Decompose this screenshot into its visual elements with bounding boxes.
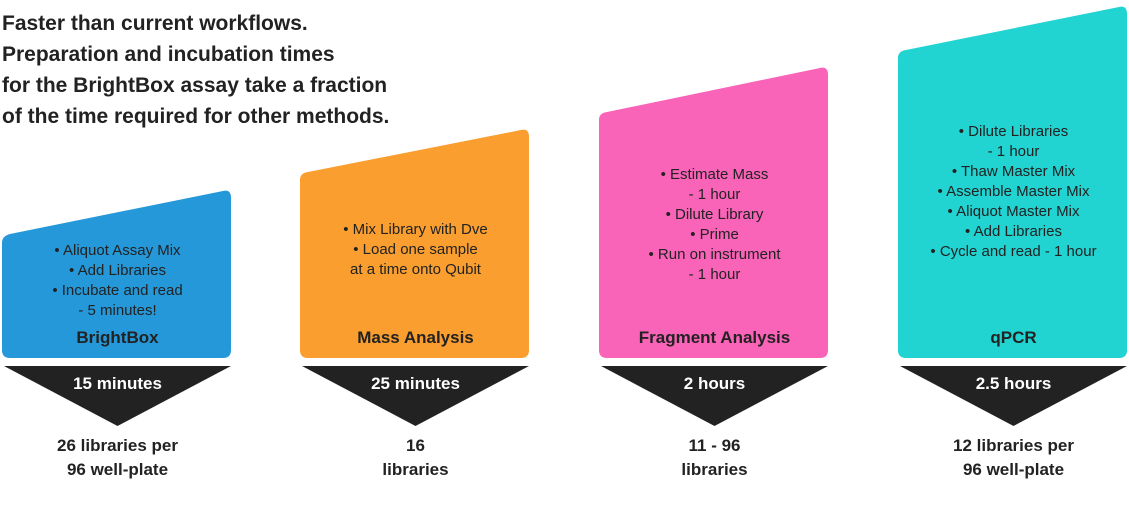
- step-item: • Estimate Mass: [660, 166, 769, 183]
- step-item: • Aliquot Assay Mix: [54, 242, 181, 259]
- steps-list: • Dilute Libraries - 1 hour • Thaw Maste…: [898, 122, 1129, 262]
- method-card-shape: [599, 67, 828, 358]
- throughput-line: 12 libraries per: [953, 436, 1074, 455]
- headline-line: of the time required for other methods.: [2, 105, 390, 128]
- step-item: • Thaw Master Mix: [951, 163, 1076, 180]
- method-card: • Mix Library with Dve • Load one sample…: [300, 0, 531, 358]
- method-column-qpcr: • Dilute Libraries - 1 hour • Thaw Maste…: [898, 0, 1129, 509]
- time-arrow: 15 minutes: [2, 364, 233, 430]
- arrow-bg: [4, 366, 231, 426]
- step-item: • Run on instrument: [648, 246, 781, 263]
- step-item: - 1 hour: [987, 143, 1040, 160]
- method-name: qPCR: [990, 328, 1037, 347]
- arrow-bg: [302, 366, 529, 426]
- headline-line: Faster than current workflows.: [2, 12, 308, 35]
- step-item: • Load one sample: [353, 241, 478, 258]
- arrow-bg: [601, 366, 828, 426]
- method-card-shape: [898, 6, 1127, 358]
- time-arrow: 25 minutes: [300, 364, 531, 430]
- step-item: • Dilute Library: [665, 206, 764, 223]
- step-item: • Add Libraries: [965, 223, 1062, 240]
- card-bg: [2, 190, 231, 358]
- time-arrow: 2.5 hours: [898, 364, 1129, 430]
- time-label: 15 minutes: [73, 374, 162, 393]
- throughput: 11 - 96 libraries: [599, 434, 830, 482]
- method-card: • Estimate Mass - 1 hour • Dilute Librar…: [599, 0, 830, 358]
- step-item: • Assemble Master Mix: [937, 183, 1090, 200]
- step-item: • Prime: [690, 226, 739, 243]
- steps-list: • Aliquot Assay Mix • Add Libraries • In…: [2, 241, 233, 321]
- time-label: 25 minutes: [371, 374, 460, 393]
- arrow-shape: [4, 366, 231, 426]
- step-item: • Mix Library with Dve: [343, 221, 488, 238]
- method-column-fragment-analysis: • Estimate Mass - 1 hour • Dilute Librar…: [599, 0, 830, 509]
- arrow-shape: [601, 366, 828, 426]
- steps-list: • Mix Library with Dve • Load one sample…: [300, 220, 531, 280]
- throughput: 26 libraries per 96 well-plate: [2, 434, 233, 482]
- card-bg: [599, 67, 828, 358]
- step-item: • Cycle and read - 1 hour: [930, 243, 1097, 260]
- method-column-brightbox: • Aliquot Assay Mix • Add Libraries • In…: [2, 0, 233, 509]
- card-bg: [300, 129, 529, 358]
- step-item: - 1 hour: [688, 186, 741, 203]
- throughput: 16 libraries: [300, 434, 531, 482]
- time-label: 2 hours: [683, 374, 746, 393]
- throughput-line: 11 - 96: [688, 436, 741, 455]
- headline-line: Preparation and incubation times: [2, 43, 335, 66]
- method-name: BrightBox: [76, 328, 159, 347]
- time-label: 2.5 hours: [975, 374, 1052, 393]
- throughput-line: 26 libraries per: [57, 436, 178, 455]
- method-column-mass-analysis: • Mix Library with Dve • Load one sample…: [300, 0, 531, 509]
- headline-line: for the BrightBox assay take a fraction: [2, 74, 388, 97]
- steps-list: • Estimate Mass - 1 hour • Dilute Librar…: [599, 165, 830, 285]
- time-arrow: 2 hours: [599, 364, 830, 430]
- arrow-bg: [900, 366, 1127, 426]
- method-card-shape: [300, 129, 529, 358]
- method-card: • Aliquot Assay Mix • Add Libraries • In…: [2, 0, 233, 358]
- step-item: - 1 hour: [688, 266, 741, 283]
- method-card: • Dilute Libraries - 1 hour • Thaw Maste…: [898, 0, 1129, 358]
- throughput-line: libraries: [382, 460, 449, 479]
- card-bg: [898, 6, 1127, 358]
- throughput-line: 96 well-plate: [962, 460, 1065, 479]
- throughput: 12 libraries per 96 well-plate: [898, 434, 1129, 482]
- method-name: Mass Analysis: [357, 328, 474, 347]
- arrow-shape: [900, 366, 1127, 426]
- step-item: • Aliquot Master Mix: [947, 203, 1080, 220]
- throughput-line: 96 well-plate: [66, 460, 169, 479]
- throughput-line: 16: [406, 436, 425, 455]
- method-name: Fragment Analysis: [638, 328, 791, 347]
- step-item: at a time onto Qubit: [350, 261, 481, 278]
- step-item: • Dilute Libraries: [958, 123, 1069, 140]
- method-card-shape: [2, 190, 231, 358]
- step-item: • Add Libraries: [69, 262, 166, 279]
- headline: Faster than current workflows. Preparati…: [2, 8, 389, 132]
- throughput-line: libraries: [681, 460, 748, 479]
- arrow-shape: [302, 366, 529, 426]
- step-item: • Incubate and read: [52, 282, 183, 299]
- step-item: - 5 minutes!: [78, 302, 157, 319]
